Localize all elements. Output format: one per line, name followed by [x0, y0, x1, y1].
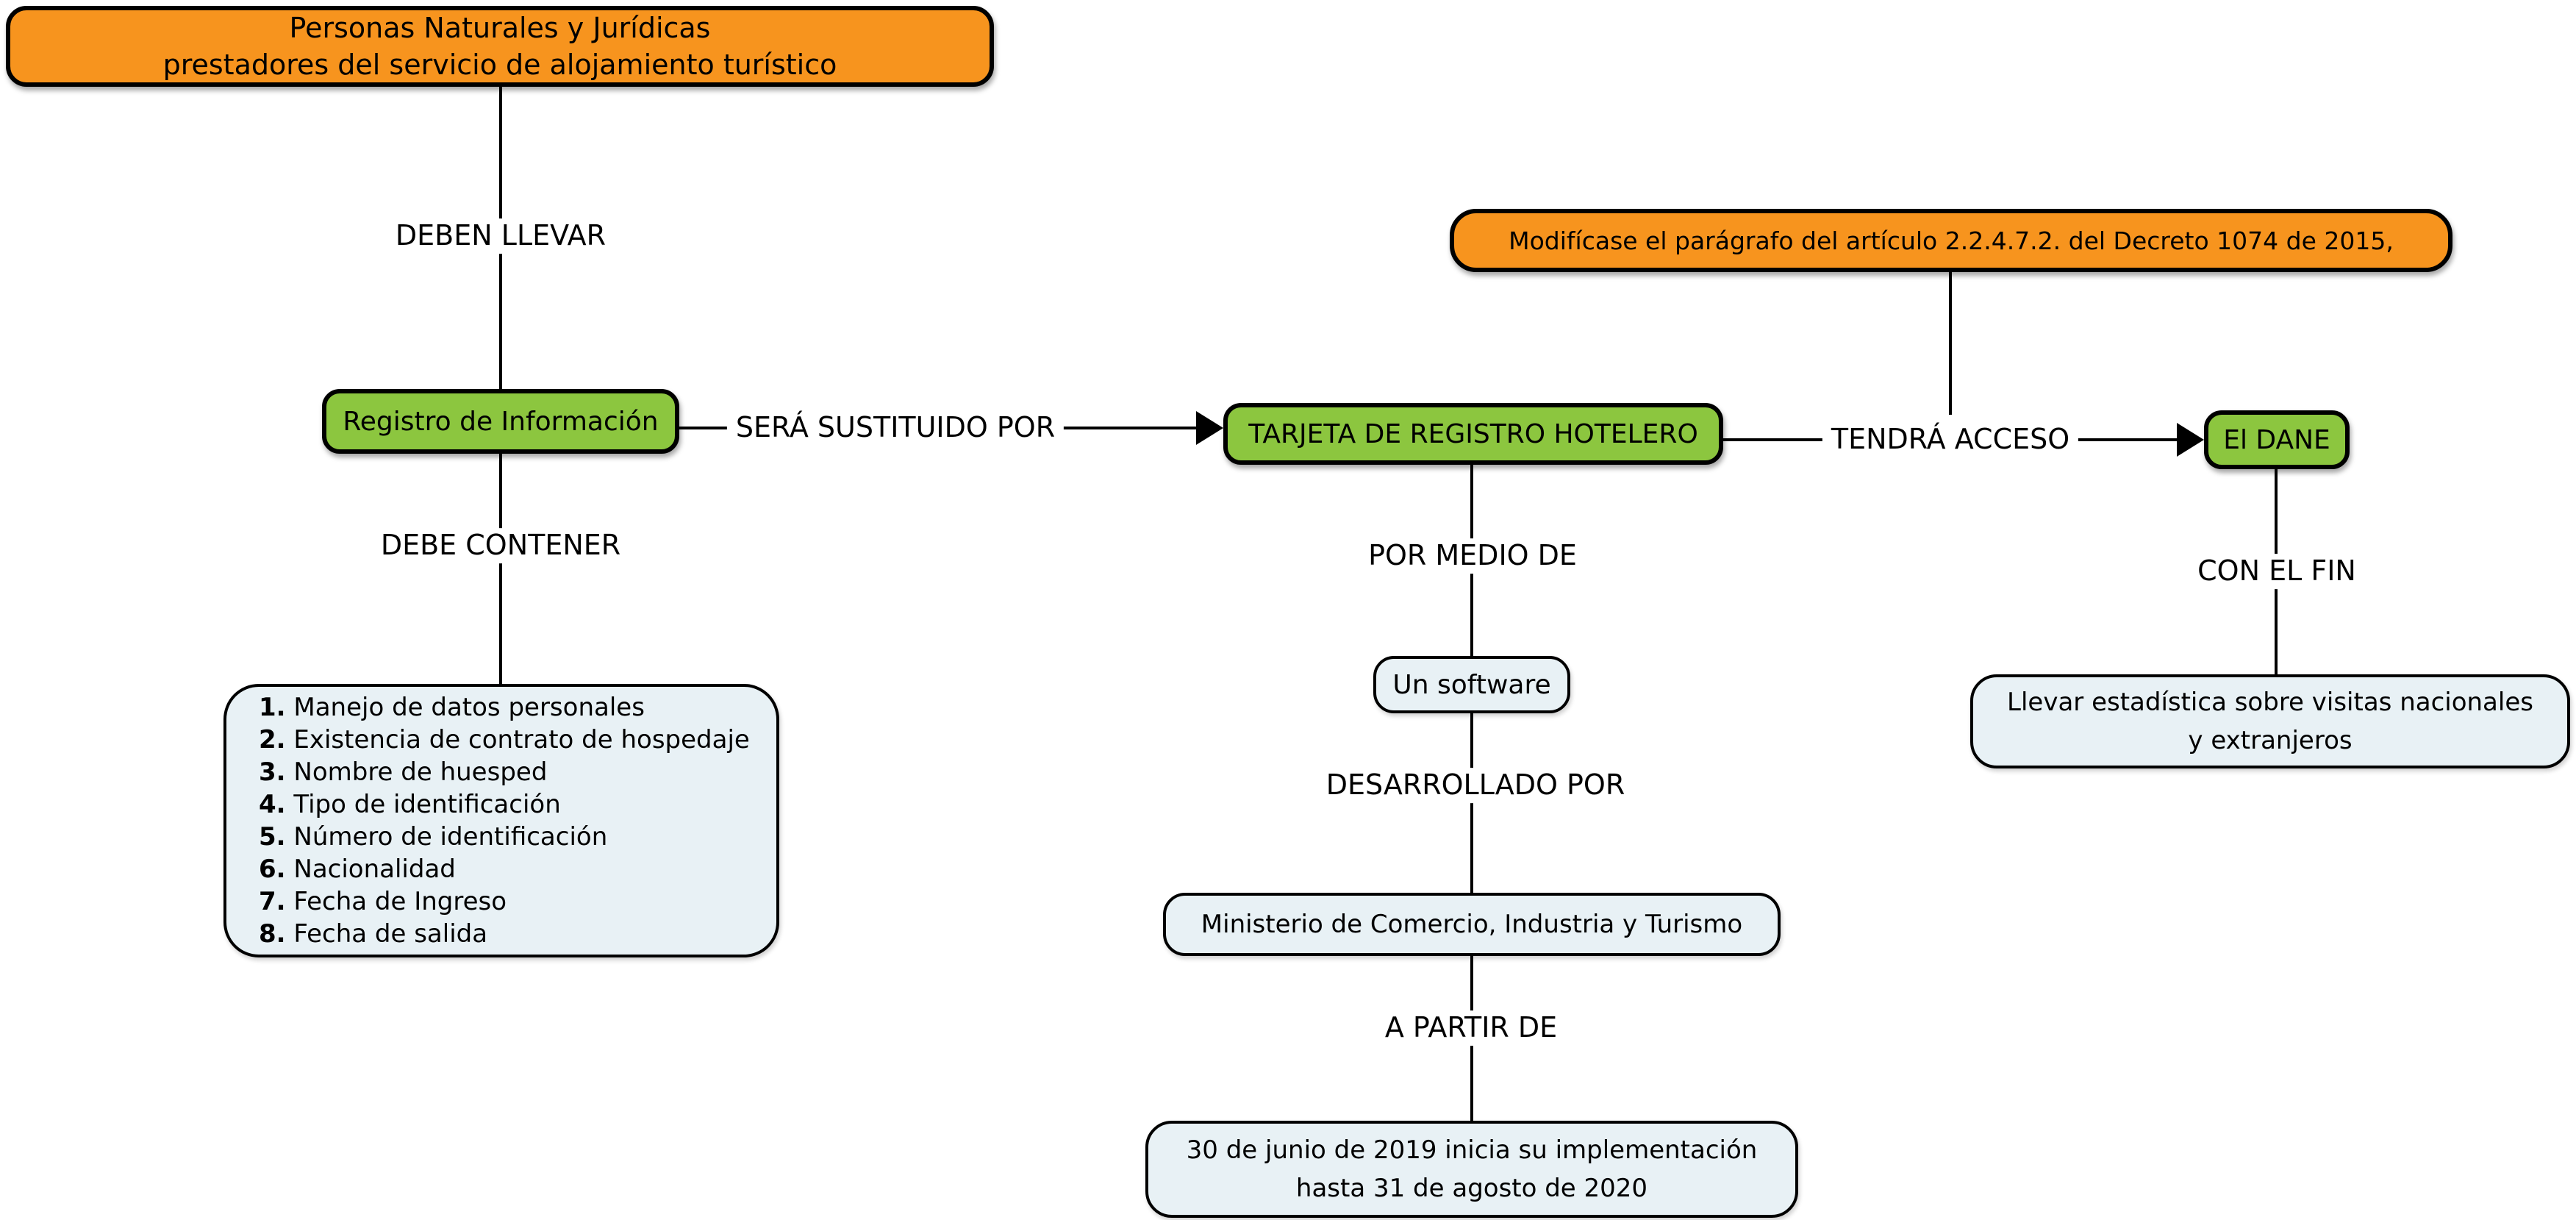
list-item: 3. Nombre de huesped: [259, 756, 547, 788]
link-label-con-el-fin[interactable]: CON EL FIN: [2189, 554, 2365, 589]
node-tarjeta-label: TARJETA DE REGISTRO HOTELERO: [1248, 418, 1698, 449]
list-item-number: 7.: [259, 887, 286, 916]
list-item: 8. Fecha de salida: [259, 918, 487, 950]
node-fechas-implementacion[interactable]: 30 de junio de 2019 inicia su implementa…: [1145, 1121, 1798, 1218]
list-item: 7. Fecha de Ingreso: [259, 885, 507, 918]
link-label-sera-sustituido-por[interactable]: SERÁ SUSTITUIDO POR: [726, 410, 1065, 446]
list-item-text: Existencia de contrato de hospedaje: [285, 725, 750, 755]
node-ministerio-label: Ministerio de Comercio, Industria y Turi…: [1201, 910, 1743, 939]
list-item-number: 2.: [259, 725, 286, 755]
list-item-text: Nacionalidad: [285, 855, 456, 884]
list-item-text: Número de identificación: [285, 822, 608, 852]
node-ministerio-comercio[interactable]: Ministerio de Comercio, Industria y Turi…: [1163, 893, 1781, 956]
node-el-dane[interactable]: El DANE: [2204, 410, 2350, 469]
link-label-por-medio-de[interactable]: POR MEDIO DE: [1359, 538, 1586, 574]
node-dane-label: El DANE: [2223, 424, 2330, 455]
link-label-tendra-acceso[interactable]: TENDRÁ ACCESO: [1822, 422, 2079, 457]
node-personas-line2: prestadores del servicio de alojamiento …: [162, 49, 837, 81]
node-tarjeta-registro-hotelero[interactable]: TARJETA DE REGISTRO HOTELERO: [1223, 403, 1723, 465]
list-item-number: 5.: [259, 822, 286, 852]
list-item-text: Tipo de identificación: [285, 790, 561, 819]
node-fechas-line2: hasta 31 de agosto de 2020: [1295, 1174, 1648, 1203]
connector-modificase-tendra-acceso: [1949, 271, 1952, 415]
list-item-text: Fecha de Ingreso: [285, 887, 507, 916]
list-item-text: Fecha de salida: [285, 919, 488, 949]
list-item-text: Nombre de huesped: [285, 757, 548, 787]
node-registro-label: Registro de Información: [343, 406, 659, 437]
list-item: 2. Existencia de contrato de hospedaje: [259, 724, 750, 756]
list-item-number: 1.: [259, 693, 286, 722]
list-item-text: Manejo de datos personales: [285, 693, 645, 722]
list-item-number: 8.: [259, 919, 286, 949]
connector-registro-lista: [499, 452, 502, 688]
node-registro-de-informacion[interactable]: Registro de Información: [322, 389, 679, 454]
list-item-number: 4.: [259, 790, 286, 819]
link-label-deben-llevar[interactable]: DEBEN LLEVAR: [386, 218, 615, 254]
node-modificase-label: Modifícase el parágrafo del artículo 2.2…: [1509, 226, 2394, 255]
node-personas-line1: Personas Naturales y Jurídicas: [289, 12, 711, 44]
list-item: 6. Nacionalidad: [259, 853, 456, 885]
node-software-label: Un software: [1392, 669, 1551, 700]
link-label-debe-contener[interactable]: DEBE CONTENER: [371, 528, 630, 563]
node-estadistica-line2: y extranjeros: [2188, 726, 2353, 755]
link-label-a-partir-de[interactable]: A PARTIR DE: [1375, 1010, 1567, 1046]
list-item: 4. Tipo de identificación: [259, 788, 561, 821]
node-estadistica-line1: Llevar estadística sobre visitas naciona…: [2007, 688, 2533, 717]
arrowhead-into-tarjeta-icon: [1196, 411, 1223, 445]
node-lista-contenido[interactable]: 1. Manejo de datos personales 2. Existen…: [223, 684, 779, 957]
list-item: 5. Número de identificación: [259, 821, 607, 853]
list-item-number: 6.: [259, 855, 286, 884]
arrowhead-into-dane-icon: [2177, 423, 2204, 457]
list-item: 1. Manejo de datos personales: [259, 691, 645, 724]
node-modificase-decreto[interactable]: Modifícase el parágrafo del artículo 2.2…: [1450, 209, 2452, 272]
node-personas-naturales[interactable]: Personas Naturales y Jurídicas prestador…: [6, 6, 994, 87]
link-label-desarrollado-por[interactable]: DESARROLLADO POR: [1317, 768, 1634, 803]
list-item-number: 3.: [259, 757, 286, 787]
node-fechas-line1: 30 de junio de 2019 inicia su implementa…: [1186, 1135, 1758, 1165]
connector-software-ministerio: [1470, 712, 1473, 894]
node-un-software[interactable]: Un software: [1373, 656, 1570, 713]
node-llevar-estadistica[interactable]: Llevar estadística sobre visitas naciona…: [1970, 674, 2570, 768]
